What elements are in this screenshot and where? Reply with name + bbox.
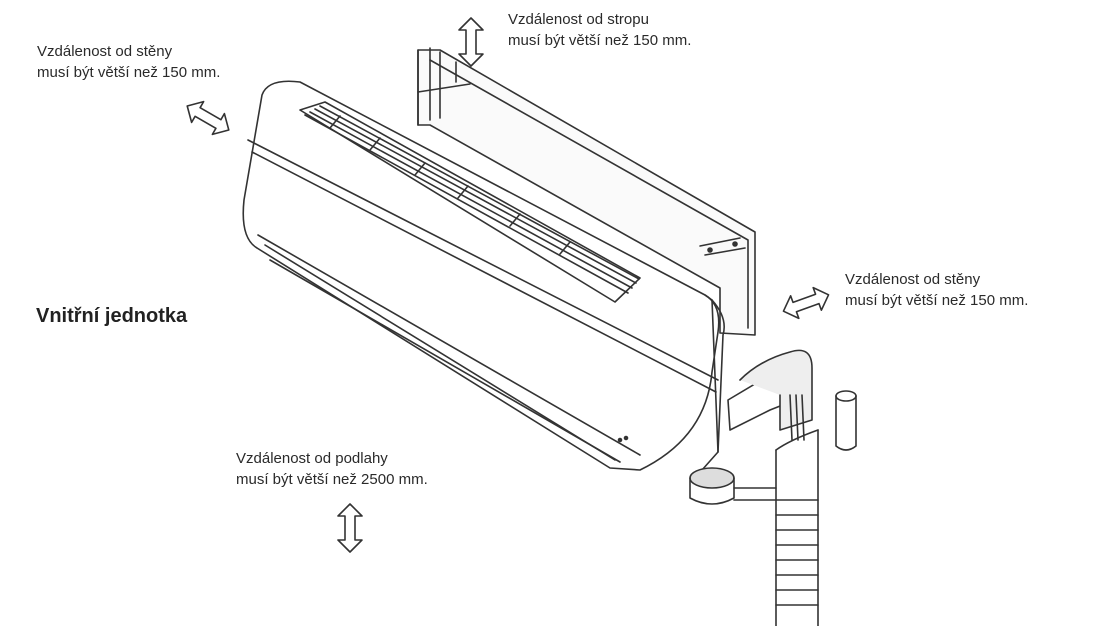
floor-note-line1: Vzdálenost od podlahy (236, 450, 388, 467)
ceiling-note-line1: Vzdálenost od stropu (508, 11, 649, 28)
right-wall-clearance-note: Vzdálenost od stěny musí být větší než 1… (845, 269, 1028, 311)
double-arrow-icon-ceiling (458, 17, 484, 67)
double-arrow-icon-floor (337, 503, 363, 553)
floor-clearance-note: Vzdálenost od podlahy musí být větší než… (236, 448, 428, 490)
indoor-unit-title: Vnitřní jednotka (36, 305, 188, 327)
left-wall-note-line2: musí být větší než 150 mm. (37, 64, 221, 81)
floor-note-line2: musí být větší než 2500 mm. (236, 471, 428, 488)
ceiling-note-line2: musí být větší než 150 mm. (508, 32, 692, 49)
right-wall-note-line2: musí být větší než 150 mm. (845, 292, 1029, 309)
indoor-unit (242, 80, 725, 471)
double-arrow-icon-right (782, 286, 830, 320)
right-wall-note-line1: Vzdálenost od stěny (845, 271, 981, 288)
pipe-insulation-piece (835, 390, 857, 451)
refrigerant-pipe (689, 349, 819, 626)
left-wall-note-line1: Vzdálenost od stěny (37, 43, 173, 60)
double-arrow-icon-left (186, 100, 230, 136)
ceiling-clearance-note: Vzdálenost od stropu musí být větší než … (508, 9, 691, 51)
mounting-plate (417, 47, 756, 336)
left-wall-clearance-note: Vzdálenost od stěny musí být větší než 1… (37, 41, 220, 83)
